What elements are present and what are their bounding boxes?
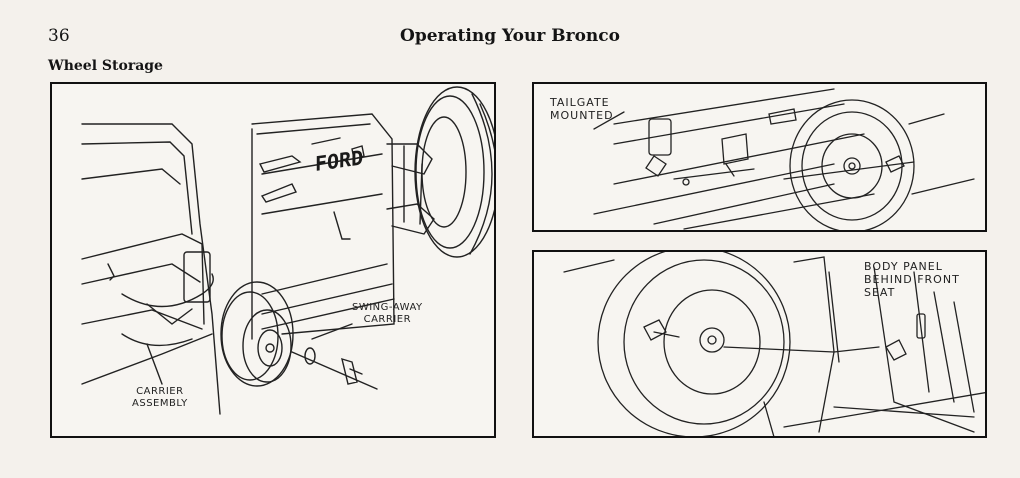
section-heading: Wheel Storage xyxy=(48,58,163,74)
body-panel-label: BODY PANEL BEHIND FRONT SEAT xyxy=(864,260,960,299)
swing-away-carrier-figure: FORD SWING-AWAY CARRIER CARRIER ASSEMBLY xyxy=(50,82,496,438)
page-title: Operating Your Bronco xyxy=(400,26,620,46)
tailgate-mounted-illustration xyxy=(593,88,975,230)
swing-away-carrier-label: SWING-AWAY CARRIER xyxy=(352,302,423,325)
page-number: 36 xyxy=(48,26,70,46)
carrier-assembly-label: CARRIER ASSEMBLY xyxy=(132,386,188,409)
ford-badge: FORD xyxy=(315,145,363,176)
tailgate-mounted-label: TAILGATE MOUNTED xyxy=(550,96,614,122)
body-panel-illustration xyxy=(563,252,985,436)
body-panel-figure: BODY PANEL BEHIND FRONT SEAT xyxy=(532,250,987,438)
swing-away-carrier-illustration: FORD xyxy=(81,86,494,415)
tailgate-mounted-figure: TAILGATE MOUNTED xyxy=(532,82,987,232)
